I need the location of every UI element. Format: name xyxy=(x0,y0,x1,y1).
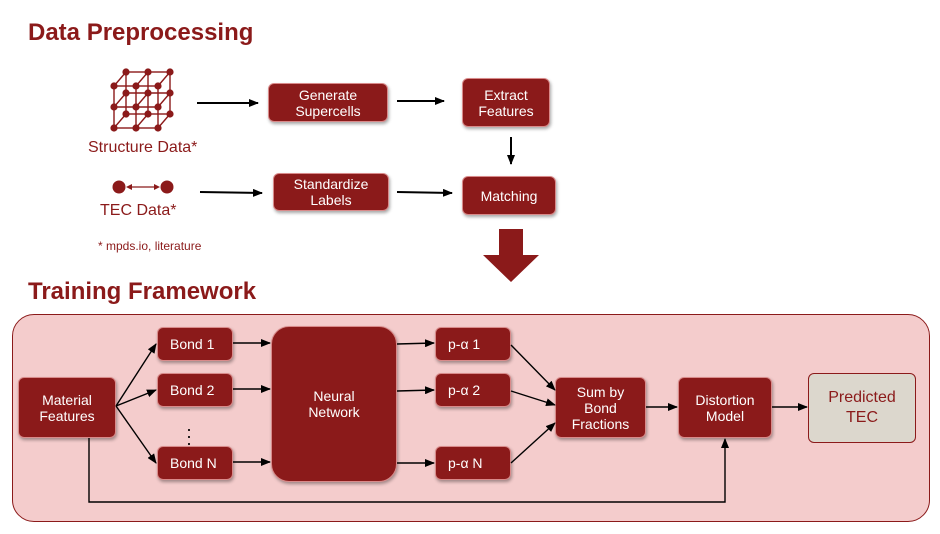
bond-1-box: Bond 1 xyxy=(157,327,233,361)
predicted-tec-box: Predicted TEC xyxy=(808,373,916,443)
sum-by-bond-fractions-box: Sum by Bond Fractions xyxy=(555,377,646,438)
neural-network-box: Neural Network xyxy=(271,326,397,482)
generate-supercells-box: Generate Supercells xyxy=(268,83,388,122)
double-arrow-dumbbell-icon xyxy=(112,180,174,194)
arrow-palpha-2-to-sum xyxy=(510,390,556,407)
bond-n-box: Bond N xyxy=(157,446,233,480)
arrow-features-to-bond-n xyxy=(115,405,157,464)
arrow-tec-to-labels xyxy=(199,188,263,197)
bond-ellipsis: ··· xyxy=(186,419,192,453)
arrow-palpha-1-to-sum xyxy=(510,344,556,391)
arrow-features-to-bond-2 xyxy=(115,389,157,407)
preprocessing-title: Data Preprocessing xyxy=(28,19,254,46)
arrow-palpha-n-to-sum xyxy=(510,422,556,464)
standardize-labels-box: Standardize Labels xyxy=(273,173,389,211)
crystal-lattice-icon xyxy=(110,68,174,132)
arrow-labels-to-matching xyxy=(396,188,453,197)
training-title: Training Framework xyxy=(28,278,257,305)
distortion-model-box: Distortion Model xyxy=(678,377,772,438)
arrow-features-to-bond-1 xyxy=(115,343,157,407)
extract-features-box: Extract Features xyxy=(462,78,550,127)
down-block-arrow-icon xyxy=(483,229,539,282)
bond-2-box: Bond 2 xyxy=(157,373,233,407)
p-alpha-1-box: p-α 1 xyxy=(435,327,511,361)
material-features-box: Material Features xyxy=(18,377,116,438)
footnote: * mpds.io, literature xyxy=(98,239,202,253)
matching-box: Matching xyxy=(462,176,556,215)
structure-data-label: Structure Data* xyxy=(88,139,198,156)
tec-data-label: TEC Data* xyxy=(100,202,177,219)
arrow-nn-to-palpha-2 xyxy=(396,386,435,395)
p-alpha-2-box: p-α 2 xyxy=(435,373,511,407)
arrow-nn-to-palpha-1 xyxy=(396,339,435,348)
arrow-features-to-distortion xyxy=(88,438,729,503)
p-alpha-n-box: p-α N xyxy=(435,446,511,480)
